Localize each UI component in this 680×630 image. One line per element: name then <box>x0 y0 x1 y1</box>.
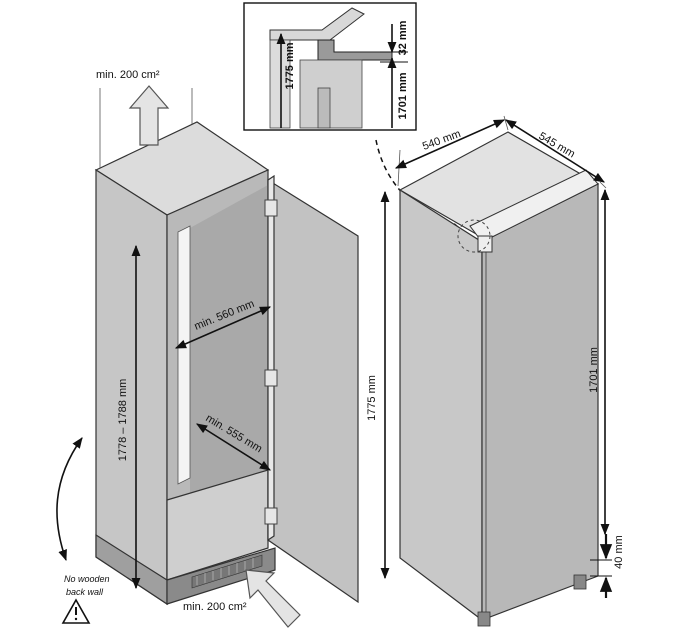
detail-box <box>243 2 417 131</box>
detail-gap-label: 32 mm <box>397 20 409 55</box>
fridge-appliance <box>397 115 607 627</box>
cabinet-width-dimension <box>174 306 272 349</box>
vent-top-arrow <box>128 85 170 146</box>
fridge-bottom-gap-dimension <box>590 534 613 598</box>
fridge-width-label: 540 mm <box>421 128 462 153</box>
fridge-door-height-label: 1701 mm <box>588 347 600 393</box>
vent-bottom-label: min. 200 cm² <box>183 601 247 613</box>
vent-bottom-arrow <box>245 569 301 628</box>
detail-height-label: 1775 mm <box>284 42 296 89</box>
cabinet-height-label: 1778 – 1788 mm <box>117 379 129 462</box>
detail-connector <box>375 139 463 231</box>
warning-icon <box>61 598 91 624</box>
fridge-depth-dimension <box>505 119 605 183</box>
detail-door-height-label: 1701 mm <box>397 72 409 119</box>
rotate-curved-arrow <box>56 437 83 562</box>
warning-label-line2: back wall <box>66 587 104 597</box>
cabinet-depth-dimension <box>196 423 271 471</box>
fridge-bottom-gap-label: 40 mm <box>613 535 625 569</box>
warning-label-line1: No wooden <box>64 574 110 584</box>
fridge-width-dimension <box>394 119 506 169</box>
vent-top-label: min. 200 cm² <box>96 69 160 81</box>
fridge-height-label: 1775 mm <box>366 375 378 421</box>
